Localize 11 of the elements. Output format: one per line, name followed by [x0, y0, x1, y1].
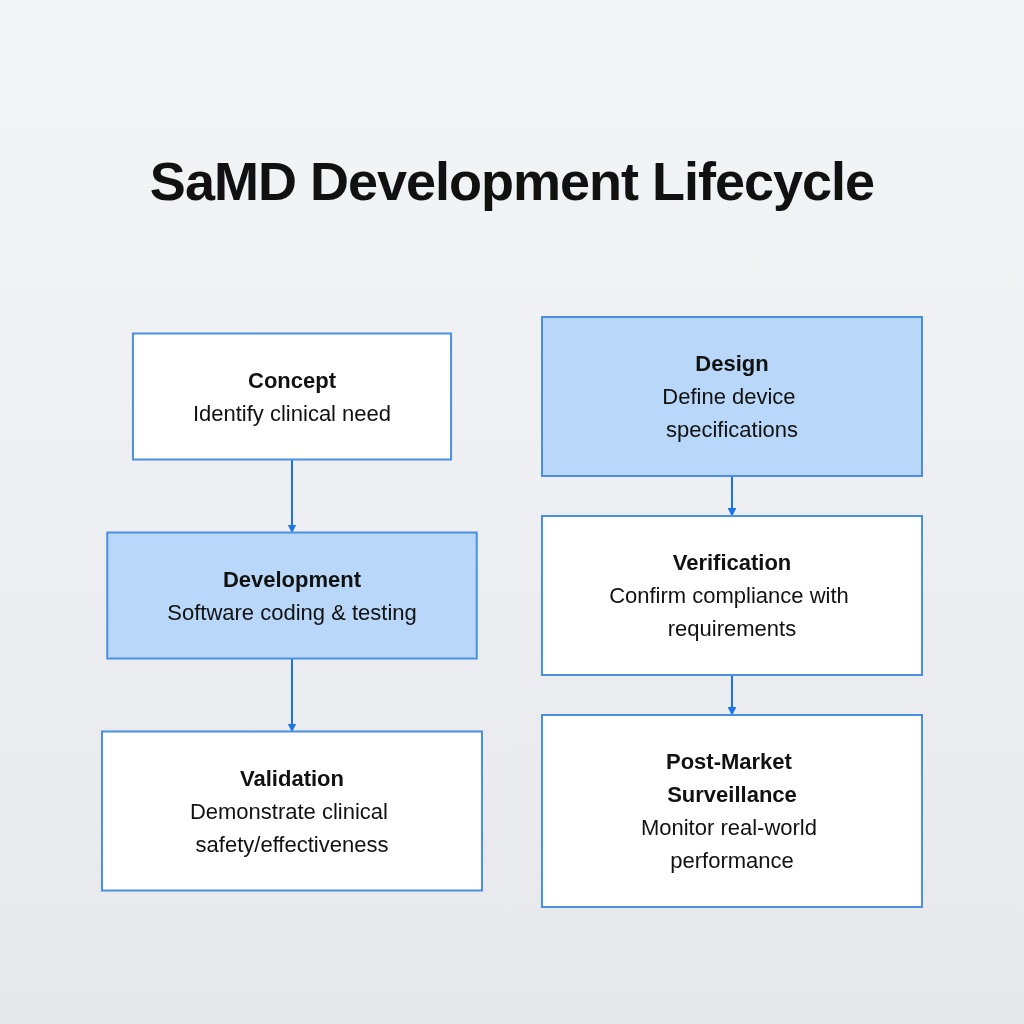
- node-box: Validation Demonstrate clinical safety/effectiveness: [101, 730, 483, 892]
- node-box: Development Software coding & testing: [106, 531, 478, 660]
- node-box: Design Define device specifications: [541, 316, 923, 477]
- node-box: Post-Market Surveillance Monitor real-world performance: [541, 714, 923, 908]
- arrow: [727, 674, 737, 716]
- title: SaMD Development Lifecycle: [148, 150, 876, 212]
- arrow: [727, 475, 737, 517]
- node-box: Concept Identify clinical need: [131, 332, 453, 461]
- node-box: Verification Confirm compliance with requirements: [541, 515, 923, 676]
- arrow: [287, 657, 297, 732]
- arrow: [287, 458, 297, 533]
